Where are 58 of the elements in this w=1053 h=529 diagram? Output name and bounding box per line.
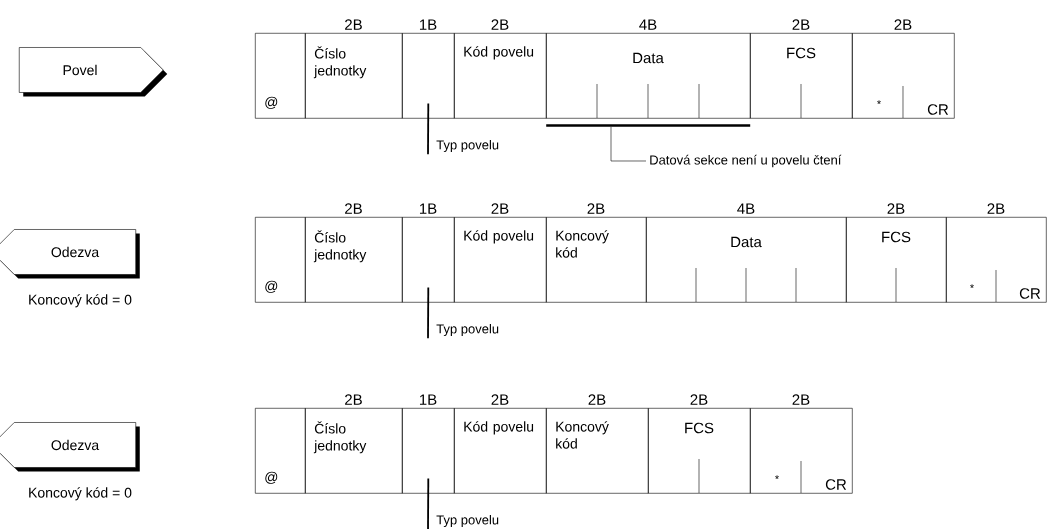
underline-bar <box>546 124 751 127</box>
command-tag: Odezva <box>0 229 140 279</box>
node-label: CR <box>825 479 847 490</box>
size-label: 2B <box>345 394 362 405</box>
frame-field: @ <box>255 217 306 303</box>
annotation-text: Typ povelu <box>436 323 499 337</box>
size-label: 2B <box>587 203 605 214</box>
size-label: 2B <box>345 19 362 30</box>
size-label: 2B <box>792 394 810 405</box>
node-label: Koncový kód = 0 <box>29 294 132 308</box>
size-label: 2B <box>894 19 912 30</box>
frame-field: Koncový kód <box>546 217 647 303</box>
size-label: 4B <box>737 203 755 214</box>
frame-field: Data <box>646 217 847 303</box>
size-label: 2B <box>690 394 708 405</box>
frame-field: Číslo jednotky <box>305 408 403 494</box>
leader-line <box>427 286 430 340</box>
size-label: 2B <box>491 394 509 405</box>
command-tag: Odezva <box>0 422 140 472</box>
frame-field: Číslo jednotky <box>305 217 403 303</box>
size-label: 2B <box>491 19 509 30</box>
frame-field: @ <box>255 408 306 494</box>
frame-field: * CR <box>750 408 853 494</box>
size-label: 2B <box>887 203 905 214</box>
size-label: 1B <box>420 203 437 214</box>
node-label: * <box>877 100 881 105</box>
node-label: CR <box>927 104 949 115</box>
size-label: 4B <box>639 19 657 30</box>
node-label: * <box>775 475 779 480</box>
size-label: 2B <box>792 19 810 30</box>
node-label: * <box>970 284 974 289</box>
frame-field: Číslo jednotky <box>305 33 403 119</box>
frame-field: Data <box>546 33 751 119</box>
node-label: CR <box>1019 288 1041 299</box>
frame-field: @ <box>255 33 306 119</box>
frame-field: Kód povelu <box>454 408 547 494</box>
size-label: 2B <box>345 203 362 214</box>
annotation-text: Typ povelu <box>436 514 499 528</box>
frame-field: FCS <box>750 33 853 119</box>
frame-field: * CR <box>946 217 1047 303</box>
frame-field: * CR <box>852 33 955 119</box>
frame-field: Koncový kód <box>546 408 649 494</box>
frame-field: Kód povelu <box>454 217 547 303</box>
size-label: 2B <box>987 203 1005 214</box>
frame-field: Kód povelu <box>454 33 547 119</box>
leader-line <box>427 477 430 529</box>
node-label: Koncový kód = 0 <box>29 487 132 501</box>
size-label: 1B <box>420 19 437 30</box>
size-label: 2B <box>491 203 509 214</box>
size-label: 1B <box>420 394 437 405</box>
frame-field: FCS <box>846 217 947 303</box>
size-label: 2B <box>588 394 606 405</box>
annotation-text: Typ povelu <box>436 139 499 153</box>
frame-field: FCS <box>648 408 751 494</box>
annotation-text: Datová sekce není u povelu čtení <box>650 154 842 168</box>
leader-line <box>610 126 647 162</box>
command-tag: Povel <box>18 47 168 97</box>
leader-line <box>427 102 430 156</box>
